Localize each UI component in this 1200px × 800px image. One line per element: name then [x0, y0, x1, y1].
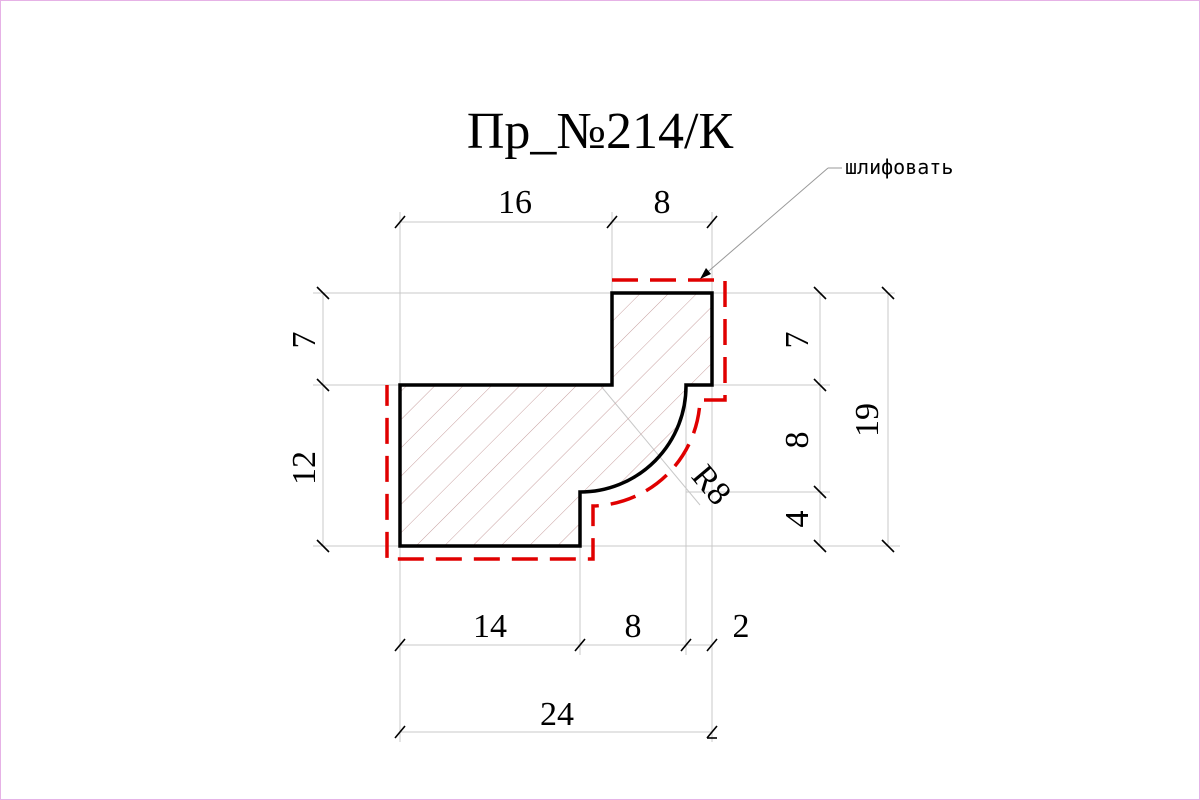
- dim-bottom-left: 14: [473, 608, 507, 645]
- grind-note: шлифовать: [845, 155, 953, 179]
- dim-right-upper: 7: [779, 332, 816, 349]
- drawing-title: Пр_№214/К: [467, 103, 734, 160]
- profile-section: [398, 291, 714, 548]
- dim-bottom-mid: 8: [625, 608, 642, 645]
- dim-right-total: 19: [849, 403, 886, 437]
- dim-right-middle: 8: [779, 432, 816, 449]
- dim-left-upper: 7: [286, 332, 323, 349]
- dimension-ticks: [316, 215, 895, 739]
- leader-arrow-icon: [700, 268, 711, 279]
- dim-bottom-total: 24: [540, 696, 574, 733]
- dim-left-lower: 12: [286, 451, 323, 485]
- dim-right-lower: 4: [779, 511, 816, 528]
- dim-bottom-right: 2: [733, 608, 750, 645]
- dim-top-right: 8: [654, 184, 671, 221]
- dim-top-left: 16: [498, 184, 532, 221]
- dim-radius: R8: [684, 458, 738, 512]
- grind-line: [385, 278, 727, 561]
- note-leader: [702, 167, 842, 277]
